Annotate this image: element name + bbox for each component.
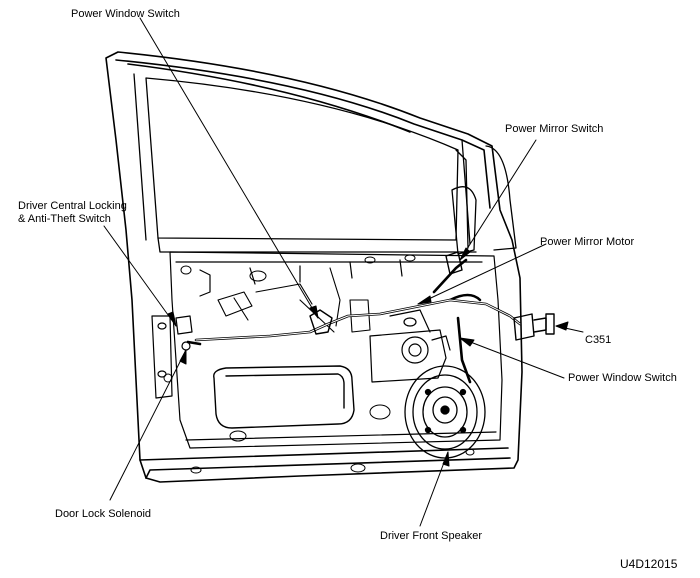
wiring-harness: [186, 258, 522, 384]
label-power-mirror-switch: Power Mirror Switch: [505, 123, 604, 135]
leader-lines: [103, 17, 584, 527]
window-motor: [369, 309, 451, 383]
label-power-mirror-motor: Power Mirror Motor: [540, 236, 635, 248]
mirror-switch-connector: [445, 251, 463, 275]
speaker-graphic: [404, 365, 486, 459]
label-c351: C351: [585, 334, 612, 346]
window-frame: [133, 73, 477, 253]
leader-arrowheads: [167, 247, 569, 467]
label-power-window-switch-right: Power Window Switch: [568, 372, 677, 384]
panel-cutout: [213, 365, 355, 429]
c351-connector: [513, 313, 555, 341]
panel-holes: [163, 254, 475, 474]
inner-panel: [169, 251, 503, 449]
label-door-lock-solenoid: Door Lock Solenoid: [55, 508, 152, 520]
label-driver-central-locking-line1: Driver Central Locking: [18, 200, 127, 212]
window-switch-connector: [309, 309, 333, 335]
mirror-mount: [451, 145, 517, 255]
label-driver-central-locking: Driver Central Locking & Anti-Theft Swit…: [18, 200, 127, 226]
label-driver-central-locking-line2: & Anti-Theft Switch: [18, 213, 111, 225]
label-power-window-switch-top: Power Window Switch: [71, 8, 180, 20]
wiring-harness-inner: [195, 299, 521, 341]
figure-id: U4D12015: [620, 557, 678, 571]
door-outer-frame: [105, 51, 523, 483]
label-driver-front-speaker: Driver Front Speaker: [380, 530, 483, 542]
